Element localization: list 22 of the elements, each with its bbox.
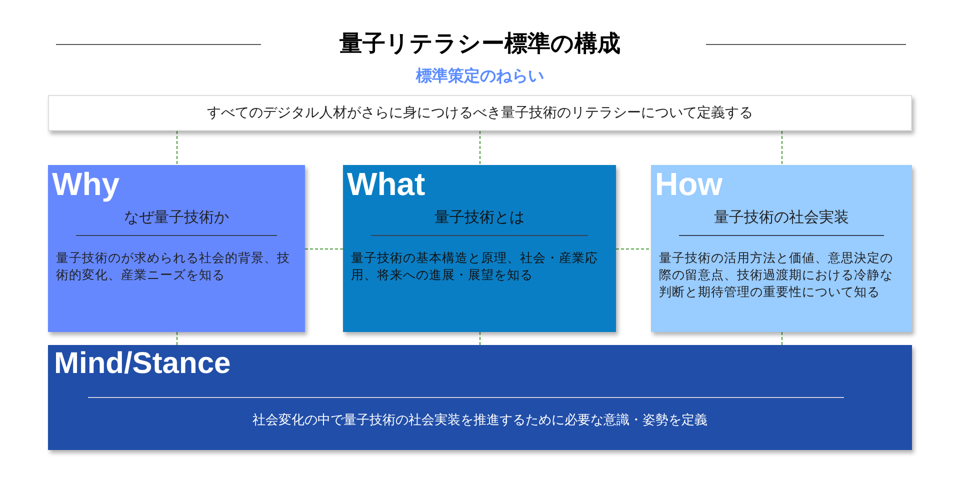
connector-line [176, 332, 178, 346]
pillar-subheading: なぜ量子技術か [123, 208, 230, 227]
pillar-subheading: 量子技術の社会実装 [713, 208, 850, 227]
connector-line [616, 248, 652, 250]
title: 量子リテラシー標準の構成 [340, 31, 620, 57]
pillar-heading: How [655, 165, 723, 203]
panel-description: 社会変化の中で量子技術の社会実装を推進するために必要な意識・姿勢を定義 [252, 412, 708, 429]
pillar-heading: Why [52, 165, 120, 203]
foundation-panel [48, 345, 912, 450]
subtitle: 標準策定のねらい [414, 66, 545, 87]
statement-text: すべてのデジタル人材がさらに身につけるべき量子技術のリテラシーについて定義する [206, 104, 754, 122]
pillar-card [343, 165, 616, 332]
pillar-heading: What [347, 165, 426, 203]
pillar-subheading: 量子技術とは [434, 208, 526, 227]
pillar-description: 量子技術の基本構造と原理、社会・産業応用、将来への進展・展望を知る [351, 249, 599, 283]
connector-line [176, 130, 178, 166]
pillar-description: 量子技術のが求められる社会的背景、技術的変化、産業ニーズを知る [56, 249, 291, 283]
panel-heading: Mind/Stance [54, 346, 231, 382]
pillar-card [651, 165, 912, 332]
pillar-card [48, 165, 305, 332]
pillar-description: 量子技術の活用方法と価値、意思決定の際の留意点、技術過渡期における冷静な判断と期待管理の重要性について知る [659, 249, 894, 300]
connector-line [304, 248, 344, 250]
